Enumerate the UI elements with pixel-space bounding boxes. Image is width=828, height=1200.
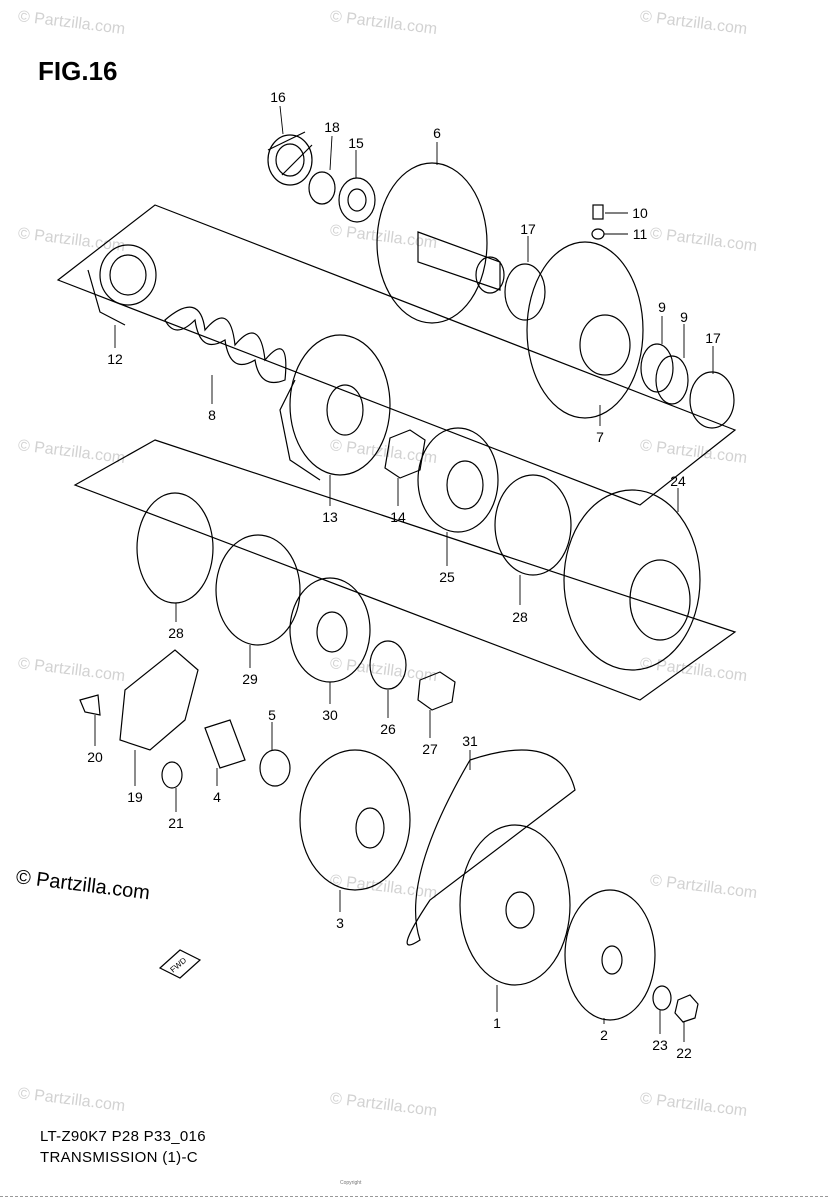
cam-plate-part-30 [289,577,371,683]
ring-part-9-b [655,355,689,405]
callout-27: 27 [422,741,438,757]
callout-28-b: 28 [168,625,184,641]
callout-14: 14 [390,509,406,525]
clutch-drum-part-24 [563,489,701,671]
plate-part-25 [417,427,499,533]
collar-part-12 [87,244,157,326]
ring-part-17-upper [504,263,546,321]
callout-3: 3 [336,915,344,931]
fwd-arrow-icon [158,949,202,979]
collar-part-26 [369,640,407,690]
callout-13: 13 [322,509,338,525]
callout-25: 25 [439,569,455,585]
callout-20: 20 [87,749,103,765]
callout-28-a: 28 [512,609,528,625]
callout-18: 18 [324,119,340,135]
callout-16: 16 [270,89,286,105]
spacer-part-28-right [494,474,572,576]
movable-drive-face-part-3 [299,749,411,891]
callout-19: 19 [127,789,143,805]
callout-1: 1 [493,1015,501,1031]
small-print: Copyright [340,1180,362,1186]
roller-part-21 [161,761,183,789]
cam-part-19 [119,649,199,751]
assembly-outline-upper [56,204,737,506]
figure-title: FIG.16 [38,56,118,86]
spring-part-8 [164,306,287,384]
callout-8: 8 [208,407,216,423]
nut-part-14 [384,429,426,479]
bearing-part-15 [338,177,376,223]
nut-part-22 [674,994,699,1023]
callout-22: 22 [676,1045,692,1061]
callout-4: 4 [213,789,221,805]
washer-part-23 [652,985,672,1011]
nut-part-27 [417,671,456,711]
collar-part-5 [259,749,291,787]
callout-17-b: 17 [705,330,721,346]
pin-part-10 [592,204,604,220]
callout-29: 29 [242,671,258,687]
clutch-shoe-part-13 [279,334,391,481]
callout-21: 21 [168,815,184,831]
callout-5: 5 [268,707,276,723]
fixed-sheave-part-6 [376,162,505,324]
needle-bearing-part-16 [267,131,313,186]
movable-sheave-part-7 [526,241,644,419]
callout-26: 26 [380,721,396,737]
callout-17-a: 17 [520,221,536,237]
callout-23: 23 [652,1037,668,1053]
sleeve-part-4 [204,719,246,769]
ring-part-17-lower [689,371,735,429]
callout-6: 6 [433,125,441,141]
callout-30: 30 [322,707,338,723]
spacer-part-28-left [136,492,214,604]
callout-15: 15 [348,135,364,151]
fan-part-2 [564,889,656,1021]
callout-11: 11 [633,226,648,242]
callout-12: 12 [107,351,123,367]
plate-part-29 [215,534,301,646]
callout-24: 24 [670,473,686,489]
callout-2: 2 [600,1027,608,1043]
figure-name: TRANSMISSION (1)-C [40,1149,198,1166]
callout-31: 31 [462,733,478,749]
figure-code: LT-Z90K7 P28 P33_016 [40,1128,206,1145]
washer-part-11 [591,228,605,240]
circlip-part-18 [308,171,336,205]
leader-lines [94,105,714,1042]
drive-belt-part-31 [406,749,576,946]
ring-part-9-a [640,343,674,393]
assembly-outline-lower [73,439,737,701]
callout-10: 10 [632,205,648,221]
callout-9-b: 9 [680,309,688,325]
clip-part-20 [79,694,101,716]
callout-7: 7 [596,429,604,445]
fixed-drive-face-part-1 [459,824,571,986]
bottom-divider [0,1196,828,1197]
callout-9-a: 9 [658,299,666,315]
